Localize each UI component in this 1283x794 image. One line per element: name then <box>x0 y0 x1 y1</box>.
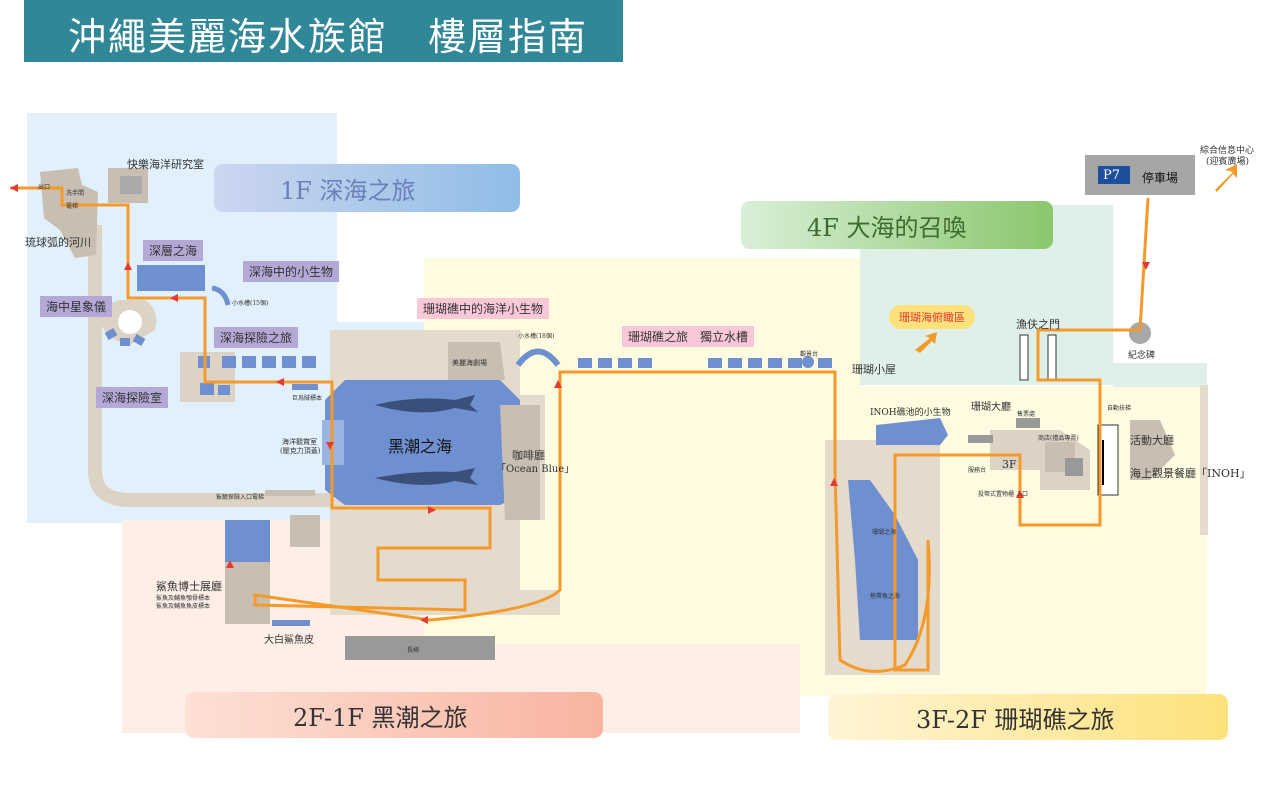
squid-specimen <box>292 384 318 390</box>
info-direction-arrow <box>1215 164 1237 192</box>
coral-hut-label: 珊瑚小屋 <box>852 363 896 376</box>
entrance-label: 入口 <box>1016 491 1029 498</box>
bench-label: 長椅 <box>407 647 420 654</box>
escalator-label: 自動扶梯 <box>1107 405 1132 412</box>
coral-view-tag: 珊瑚海俯瞰區 <box>889 305 975 329</box>
ryukyu-river-label: 琉球弧的河川 <box>25 236 91 249</box>
shark-sub1-label: 鯊魚及鯆魚顎骨標本 <box>156 595 211 602</box>
planetarium-tag: 海中星象儀 <box>40 296 113 317</box>
elevator-label: 電梯 <box>66 203 79 210</box>
monument-label: 紀念碑 <box>1128 351 1156 361</box>
shark-hall-building <box>225 562 270 624</box>
floor-4f-label: 4F 大海的召喚 <box>807 213 967 242</box>
cafe-building <box>500 405 540 520</box>
kuroshio-sea-label: 黑潮之海 <box>388 437 453 456</box>
floor-3f2f-banner: 3F-2F 珊瑚礁之旅 <box>828 694 1228 740</box>
ocean-theater-sub-label: (壓克力頂蓋) <box>280 447 321 455</box>
shop-label: 商店(禮品專賣) <box>1038 435 1079 442</box>
fishing-gate-label: 漁伕之門 <box>1016 318 1060 331</box>
parking-code-label: P7 <box>1103 168 1121 183</box>
floor-2f1f-label: 2F-1F 黑潮之旅 <box>293 703 468 732</box>
bench-small <box>265 490 315 496</box>
info-center-sub-label: (迎賓廣場) <box>1206 157 1250 167</box>
shark-hall-label: 鯊魚博士展廳 <box>156 580 222 593</box>
white-shark-skin <box>272 620 310 626</box>
gate-left <box>1019 334 1029 381</box>
bench-block <box>345 636 495 660</box>
floor-4f-banner: 4F 大海的召喚 <box>741 201 1053 249</box>
happy-lab-label: 快樂海洋研究室 <box>127 158 204 171</box>
deep-small-tag: 深海中的小生物 <box>243 261 340 282</box>
gate-right <box>1047 334 1057 381</box>
floor-3f2f-label: 3F-2F 珊瑚礁之旅 <box>916 705 1115 734</box>
zone-call-of-sea-2 <box>1113 363 1207 387</box>
theater-building <box>448 342 505 380</box>
independent-tanks <box>578 356 832 368</box>
coral-small-tag: 珊瑚礁中的海洋小生物 <box>417 298 550 319</box>
observation-label: 觀景台 <box>800 351 819 358</box>
small-tank-18-label: 小水槽(18個) <box>518 333 555 340</box>
restaurant-label: 海上觀景餐廳「INOH」 <box>1130 467 1251 480</box>
theater-label: 美麗海劇場 <box>452 359 487 367</box>
shark-entrance-label: 鯊鰓探險入口電梯 <box>216 494 265 501</box>
deep-layer-tag: 深層之海 <box>143 240 204 261</box>
floor-3f-label: 3F <box>1002 458 1017 471</box>
white-shark-label: 大白鯊魚皮 <box>264 635 314 646</box>
whale-shark-1 <box>375 395 478 413</box>
floor-1f-banner: 1F 深海之旅 <box>214 164 520 212</box>
tropical-tank <box>848 480 918 640</box>
shark-sub2-label: 鯊魚及鯆魚魚皮標本 <box>156 603 211 610</box>
planetarium-dome <box>118 310 142 334</box>
deep-small-tanks <box>211 285 231 306</box>
small-tank-15-label: 小水槽(15個) <box>232 300 269 307</box>
event-hall-building <box>1130 420 1175 480</box>
cafe-label: 咖啡廳 <box>512 449 545 462</box>
hall-block-1 <box>968 435 993 443</box>
lab-inner <box>120 176 142 194</box>
parking-label: 停車場 <box>1142 171 1179 185</box>
tropical-sea-label: 熱帶魚之海 <box>870 593 901 600</box>
info-center-label: 綜合信息中心 <box>1200 146 1255 156</box>
shop-inner <box>1065 458 1083 476</box>
east-edge <box>1200 385 1208 535</box>
view-direction-arrow <box>915 332 937 353</box>
coral-small-tanks <box>515 348 561 367</box>
monument-marker <box>1129 322 1151 344</box>
route-arrows <box>10 184 1150 624</box>
coral-sea-label: 珊瑚之海 <box>872 529 897 536</box>
exit-label: 出口 <box>38 184 51 191</box>
hall-block-2 <box>1016 418 1040 428</box>
title-bar: 沖繩美麗海水族館 樓層指南 <box>24 0 623 62</box>
deep-layer-tank <box>137 265 205 291</box>
page-title: 沖繩美麗海水族館 樓層指南 <box>68 15 589 59</box>
floor-2f1f-banner: 2F-1F 黑潮之旅 <box>185 692 603 738</box>
ticket-label: 售票處 <box>1017 411 1036 418</box>
giant-squid-label: 巨烏賊標本 <box>292 395 323 402</box>
walkway-1f <box>88 225 330 507</box>
cafe-en-label: 「Ocean Blue」 <box>496 464 575 475</box>
deep-explore-trip-tag: 深海探險之旅 <box>214 327 299 348</box>
inoh-pond-tank <box>876 418 948 445</box>
ocean-theater-label: 海洋觀賞室 <box>282 438 317 446</box>
elevator-block <box>290 515 320 547</box>
inoh-pond-label: INOH礁池的小生物 <box>870 408 951 418</box>
whale-shark-2 <box>375 468 478 485</box>
explore-tanks <box>198 356 316 395</box>
coral-hall-label: 珊瑚大廳 <box>971 402 1011 413</box>
service-label: 服務台 <box>968 467 987 474</box>
river-building <box>40 168 98 258</box>
planetarium-seats <box>104 328 146 346</box>
floor-1f-label: 1F 深海之旅 <box>280 176 416 205</box>
deep-explore-room-tag: 深海探險室 <box>96 387 169 408</box>
parking-code-bg <box>1098 166 1130 184</box>
event-hall-label: 活動大廳 <box>1130 434 1174 447</box>
coral-trip-tag: 珊瑚礁之旅 獨立水槽 <box>622 326 755 347</box>
washroom-label: 洗手間 <box>66 190 85 197</box>
coin-locker-label: 投幣式置物櫃 <box>978 491 1015 498</box>
shark-tank <box>225 520 270 562</box>
